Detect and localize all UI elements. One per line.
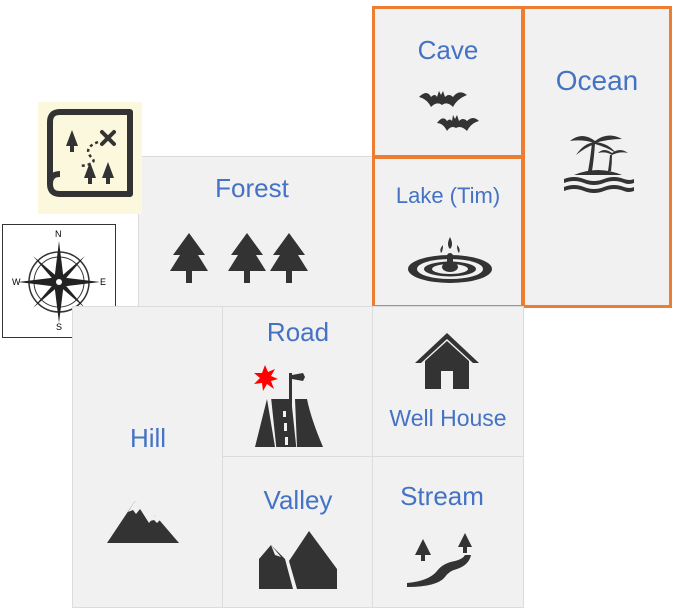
- stream-label: Stream: [400, 481, 484, 511]
- treasure-map-icon: [38, 102, 142, 214]
- island-palm-icon: [562, 131, 634, 195]
- mountain-icon: [105, 499, 181, 547]
- ocean-label: Ocean: [555, 65, 639, 96]
- compass-rose-icon: [18, 241, 100, 323]
- stream-trees-icon: [405, 531, 477, 587]
- cave-label: Cave: [417, 35, 479, 65]
- valley-rocks-icon: [259, 529, 339, 591]
- hill-label: Hill: [129, 423, 167, 453]
- water-drop-ripple-icon: [407, 235, 493, 287]
- road-signpost-icon: [251, 359, 331, 451]
- road-label: Road: [266, 317, 330, 347]
- tile-hill[interactable]: Hill: [72, 306, 224, 608]
- compass-rose: N S E W: [2, 224, 116, 338]
- compass-e: E: [100, 277, 107, 287]
- tile-cave[interactable]: Cave: [372, 6, 524, 158]
- compass-w: W: [12, 277, 21, 287]
- compass-n: N: [55, 229, 62, 239]
- valley-label: Valley: [263, 485, 333, 515]
- forest-label: Forest: [215, 173, 289, 203]
- compass-s: S: [56, 322, 63, 332]
- bats-icon: [417, 83, 481, 139]
- tile-forest[interactable]: Forest: [138, 156, 374, 308]
- well-house-label: Well House: [389, 405, 507, 431]
- house-icon: [413, 331, 481, 391]
- tile-stream[interactable]: Stream: [372, 456, 524, 608]
- pine-trees-icon: [169, 233, 309, 285]
- tile-lake[interactable]: Lake (Tim): [372, 156, 524, 308]
- tile-ocean[interactable]: Ocean: [522, 6, 672, 308]
- lake-label: Lake (Tim): [395, 183, 501, 208]
- tile-road[interactable]: Road: [222, 306, 374, 458]
- tile-valley[interactable]: Valley: [222, 456, 374, 608]
- tile-well-house[interactable]: Well House: [372, 306, 524, 458]
